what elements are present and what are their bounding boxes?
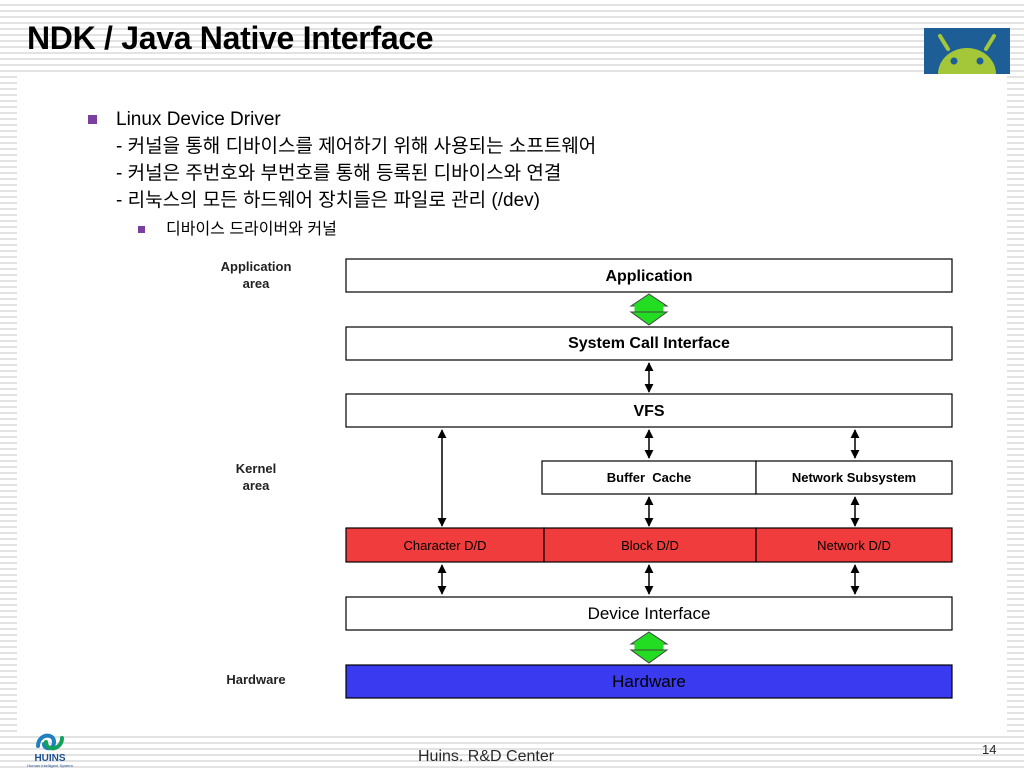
label-application-area-2: area <box>243 276 271 291</box>
bullet-line-3: - 리눅스의 모든 하드웨어 장치들은 파일로 관리 (/dev) <box>116 190 540 211</box>
label-kernel-area-1: Kernel <box>236 461 276 476</box>
layer-network-subsystem <box>755 460 953 495</box>
hardware-connector-icon <box>629 631 669 664</box>
bullet-marker <box>88 115 97 124</box>
sub-bullet-device-driver-kernel: 디바이스 드라이버와 커널 <box>138 218 596 242</box>
layer-buffer-cache-label: Buffer Cache <box>607 470 692 485</box>
layer-network-dd-label: Network D/D <box>817 538 891 553</box>
layer-device-interface <box>345 596 953 631</box>
bullet-label: Linux Device Driver <box>116 109 281 130</box>
layer-block-dd-label: Block D/D <box>621 538 679 553</box>
sub-bullet-marker <box>138 226 145 233</box>
huins-wordmark: HUINS <box>34 753 65 764</box>
layer-hardware-label: Hardware <box>612 672 686 691</box>
layer-system-call-interface <box>345 326 953 361</box>
label-application-area-1: Application <box>221 259 292 274</box>
layer-system-call-interface-label: System Call Interface <box>568 335 730 352</box>
bullet-line-1: - 커널을 통해 디바이스를 제어하기 위해 사용되는 소프트웨어 <box>116 136 597 157</box>
layer-vfs <box>345 393 953 428</box>
layer-buffer-cache <box>541 460 757 495</box>
huins-tagline: Human Intelligent System <box>27 763 73 768</box>
bullet-list: Linux Device Driver - 커널을 통해 디바이스를 제어하기 … <box>88 106 596 242</box>
layer-application <box>345 258 953 293</box>
layer-device-interface-label: Device Interface <box>588 604 711 623</box>
layer-vfs-label: VFS <box>633 403 664 420</box>
kernel-architecture-diagram: Application area Kernel area Hardware Ap… <box>146 254 961 704</box>
bullet-line-2: - 커널은 주번호와 부번호를 통해 등록된 디바이스와 연결 <box>116 163 562 184</box>
slide-title: NDK / Java Native Interface <box>27 20 434 56</box>
label-kernel-area-2: area <box>243 478 271 493</box>
huins-logo: HUINS Human Intelligent System <box>27 733 73 768</box>
layer-application-label: Application <box>605 268 692 285</box>
syscall-connector-icon <box>629 293 669 326</box>
layer-hardware <box>345 664 953 699</box>
layer-network-subsystem-label: Network Subsystem <box>792 470 916 485</box>
layer-block-dd <box>543 527 757 563</box>
diagram-canvas: Application area Kernel area Hardware Ap… <box>221 258 953 699</box>
sub-bullet-label: 디바이스 드라이버와 커널 <box>166 221 337 238</box>
layer-character-dd-label: Character D/D <box>403 538 486 553</box>
layer-network-dd <box>755 527 953 563</box>
page-number: 14 <box>982 742 997 757</box>
layer-character-dd <box>345 527 545 563</box>
bullet-linux-device-driver: Linux Device Driver - 커널을 통해 디바이스를 제어하기 … <box>88 106 596 214</box>
footer-text: Huins. R&D Center <box>418 748 555 765</box>
label-hardware-area: Hardware <box>226 672 285 687</box>
android-logo-icon <box>924 28 1010 74</box>
